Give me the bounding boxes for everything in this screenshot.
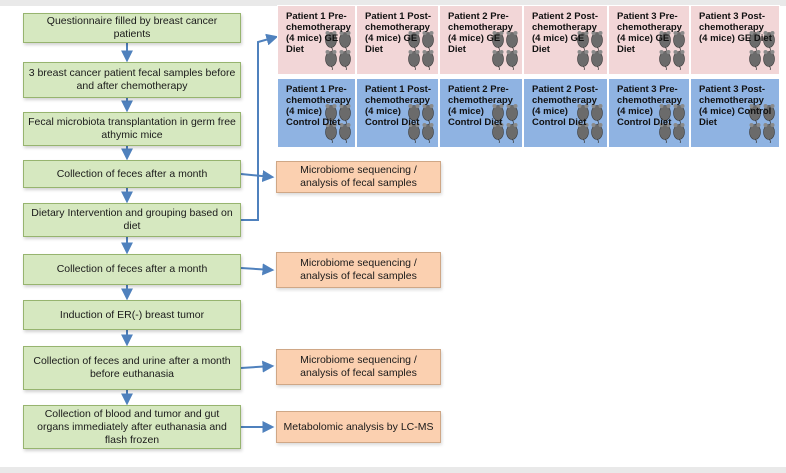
step-feces-collection-2: Collection of feces after a month [23, 254, 241, 285]
mouse-icon [749, 104, 761, 126]
mouse-icon [659, 104, 671, 126]
group-label: Patient 1 Post-chemotherapy (4 mice) GE … [365, 11, 431, 55]
step-fecal-transplant: Fecal microbiota transplantation in germ… [23, 112, 241, 146]
group-label: Patient 3 Pre-chemotherapy (4 mice) Cont… [617, 84, 682, 128]
group-label: Patient 2 Post-chemotherapy (4 mice) Con… [532, 84, 598, 128]
mouse-icon [408, 50, 420, 70]
mouse-icon [506, 31, 518, 53]
mice-icon [492, 31, 518, 70]
ge-diet-group-2: Patient 1 Post-chemotherapy (4 mice) GE … [356, 5, 439, 75]
output-microbiome-sequencing-1: Microbiome sequencing / analysis of feca… [276, 161, 441, 193]
control-diet-group-6: Patient 3 Post-chemotherapy (4 mice) Con… [690, 78, 780, 148]
step-fecal-samples: 3 breast cancer patient fecal samples be… [23, 62, 241, 98]
mouse-icon [408, 31, 420, 53]
group-label: Patient 3 Pre-chemotherapy (4 mice) GE D… [617, 11, 682, 55]
mouse-icon [339, 123, 351, 143]
arrow-step6-output2 [240, 263, 275, 276]
mouse-icon [422, 50, 434, 70]
mouse-icon [492, 50, 504, 70]
mouse-icon [339, 50, 351, 70]
mice-icon [577, 104, 603, 143]
mice-icon [492, 104, 518, 143]
mouse-icon [325, 104, 337, 126]
mouse-icon [749, 123, 761, 143]
mouse-icon [763, 50, 775, 70]
mice-icon [325, 31, 351, 70]
ge-diet-group-4: Patient 2 Post-chemotherapy (4 mice) GE … [523, 5, 608, 75]
arrow-step5-groups [241, 33, 279, 221]
mouse-icon [422, 123, 434, 143]
mice-icon [659, 104, 685, 143]
step-feces-urine-collection: Collection of feces and urine after a mo… [23, 346, 241, 390]
group-label: Patient 1 Pre-chemotherapy (4 mice) Cont… [286, 84, 351, 128]
ge-diet-group-3: Patient 2 Pre-chemotherapy (4 mice) GE D… [439, 5, 523, 75]
mouse-icon [577, 104, 589, 126]
mice-icon [577, 31, 603, 70]
group-label: Patient 3 Post-chemotherapy (4 mice) GE … [699, 11, 772, 44]
mouse-icon [422, 104, 434, 126]
mice-icon [659, 31, 685, 70]
step-feces-collection-1: Collection of feces after a month [23, 160, 241, 188]
group-label: Patient 1 Post-chemotherapy (4 mice) Con… [365, 84, 431, 128]
mouse-icon [506, 123, 518, 143]
mouse-icon [591, 123, 603, 143]
group-label: Patient 2 Pre-chemotherapy (4 mice) Cont… [448, 84, 513, 128]
mouse-icon [422, 31, 434, 53]
ge-diet-group-1: Patient 1 Pre-chemotherapy (4 mice) GE D… [277, 5, 356, 75]
control-diet-group-1: Patient 1 Pre-chemotherapy (4 mice) Cont… [277, 78, 356, 148]
mouse-icon [659, 50, 671, 70]
group-label: Patient 3 Post-chemotherapy (4 mice) Con… [699, 84, 772, 128]
ge-diet-group-6: Patient 3 Post-chemotherapy (4 mice) GE … [690, 5, 780, 75]
mouse-icon [749, 50, 761, 70]
mouse-icon [339, 104, 351, 126]
top-border [0, 0, 786, 6]
step-tumor-induction: Induction of ER(-) breast tumor [23, 300, 241, 330]
mouse-icon [591, 104, 603, 126]
ge-diet-group-5: Patient 3 Pre-chemotherapy (4 mice) GE D… [608, 5, 690, 75]
mouse-icon [506, 50, 518, 70]
step-blood-tumor-collection: Collection of blood and tumor and gut or… [23, 405, 241, 449]
arrow-step8-output3 [240, 360, 275, 373]
control-diet-group-3: Patient 2 Pre-chemotherapy (4 mice) Cont… [439, 78, 523, 148]
mouse-icon [506, 104, 518, 126]
control-diet-group-5: Patient 3 Pre-chemotherapy (4 mice) Cont… [608, 78, 690, 148]
arrow-step4-output1 [240, 170, 275, 183]
mouse-icon [749, 31, 761, 53]
control-diet-group-4: Patient 2 Post-chemotherapy (4 mice) Con… [523, 78, 608, 148]
mouse-icon [763, 123, 775, 143]
mouse-icon [577, 50, 589, 70]
output-microbiome-sequencing-3: Microbiome sequencing / analysis of feca… [276, 349, 441, 385]
group-label: Patient 2 Post-chemotherapy (4 mice) GE … [532, 11, 598, 55]
output-microbiome-sequencing-2: Microbiome sequencing / analysis of feca… [276, 252, 441, 288]
group-label: Patient 2 Pre-chemotherapy (4 mice) GE D… [448, 11, 513, 55]
mouse-icon [577, 123, 589, 143]
mouse-icon [325, 31, 337, 53]
mouse-icon [673, 50, 685, 70]
mice-icon [749, 104, 775, 143]
group-label: Patient 1 Pre-chemotherapy (4 mice) GE D… [286, 11, 351, 55]
mouse-icon [591, 50, 603, 70]
mouse-icon [659, 31, 671, 53]
mouse-icon [577, 31, 589, 53]
mouse-icon [659, 123, 671, 143]
mice-icon [325, 104, 351, 143]
bottom-border [0, 467, 786, 473]
mice-icon [749, 31, 775, 70]
mice-icon [408, 104, 434, 143]
mouse-icon [673, 123, 685, 143]
mouse-icon [408, 123, 420, 143]
step-questionnaire: Questionnaire filled by breast cancer pa… [23, 13, 241, 43]
mouse-icon [339, 31, 351, 53]
mice-icon [408, 31, 434, 70]
mouse-icon [325, 50, 337, 70]
mouse-icon [492, 31, 504, 53]
output-metabolomic-analysis: Metabolomic analysis by LC-MS [276, 411, 441, 443]
mouse-icon [492, 123, 504, 143]
step-dietary-intervention: Dietary Intervention and grouping based … [23, 203, 241, 237]
mouse-icon [763, 104, 775, 126]
control-diet-group-2: Patient 1 Post-chemotherapy (4 mice) Con… [356, 78, 439, 148]
mouse-icon [325, 123, 337, 143]
